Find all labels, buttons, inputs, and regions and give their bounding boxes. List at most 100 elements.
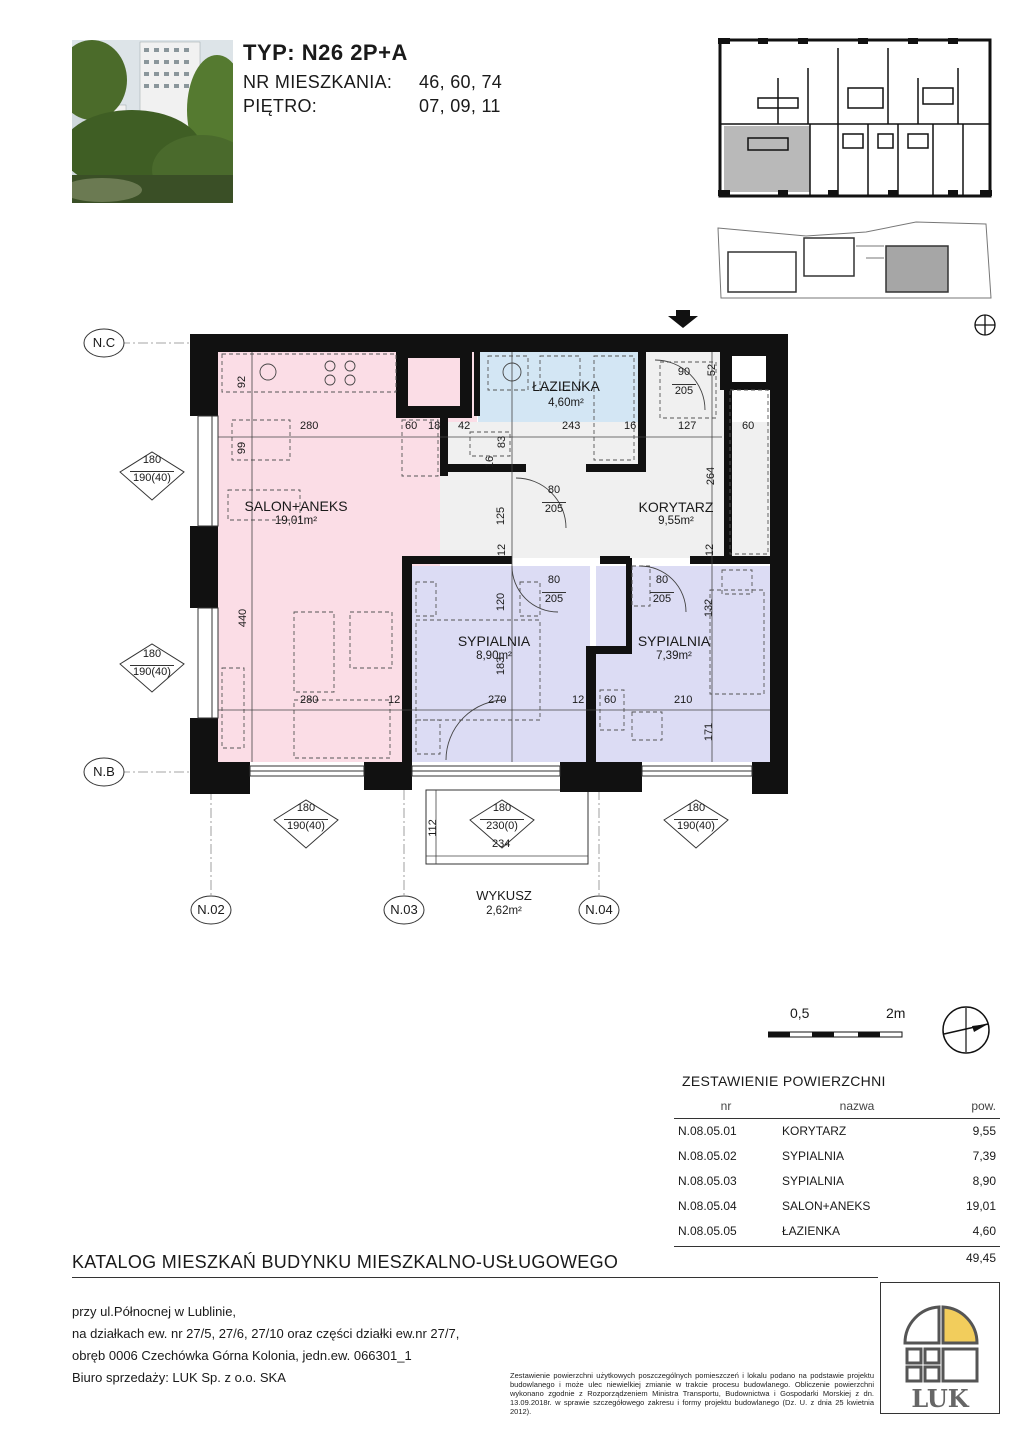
table-row: N.08.05.04 SALON+ANEKS 19,01 xyxy=(674,1194,1000,1219)
axis-label-n02: N.02 xyxy=(197,902,225,917)
axis-label-nb: N.B xyxy=(93,764,115,779)
compass-icon xyxy=(940,1004,992,1061)
door-entry-height: 205 xyxy=(672,384,696,397)
summary-title: ZESTAWIENIE POWIERZCHNI xyxy=(682,1073,886,1089)
floor-value: 07, 09, 11 xyxy=(419,96,501,116)
cell-pow: 8,90 xyxy=(972,1174,996,1188)
room-name-sypialnia-2: SYPIALNIA xyxy=(637,633,711,649)
window-left-top-width: 180 xyxy=(142,454,162,466)
window-bottom-left-height: 190(40) xyxy=(284,819,328,832)
window-bottom-mid-width: 180 xyxy=(492,802,512,814)
dim-120: 120 xyxy=(495,592,508,612)
address-line-3: obręb 0006 Czechówka Górna Kolonia, jedn… xyxy=(72,1348,412,1363)
dim-440: 440 xyxy=(237,608,250,628)
door-bed1-width: 80 xyxy=(547,574,561,586)
dim-234: 234 xyxy=(492,838,511,850)
cell-nr: N.08.05.02 xyxy=(678,1149,737,1163)
cell-pow: 7,39 xyxy=(972,1149,996,1163)
catalog-title: KATALOG MIESZKAŃ BUDYNKU MIESZKALNO-USŁU… xyxy=(72,1252,619,1272)
room-area-korytarz: 9,55m² xyxy=(658,515,694,527)
dim-132: 132 xyxy=(703,598,716,618)
scale-left-label: 0,5 xyxy=(790,1005,810,1021)
door-bed2-width: 80 xyxy=(655,574,669,586)
luk-logo: LUK xyxy=(880,1282,1000,1414)
logo-text: LUK xyxy=(911,1384,969,1413)
dim-16-b: 16 xyxy=(484,455,497,469)
cell-pow: 19,01 xyxy=(965,1199,996,1213)
cell-nr: N.08.05.01 xyxy=(678,1124,737,1138)
cell-nr: N.08.05.04 xyxy=(678,1199,737,1213)
window-bottom-left-width: 180 xyxy=(296,802,316,814)
legal-note: Zestawienie powierzchni użytkowych poszc… xyxy=(510,1371,874,1416)
apartment-no-value: 46, 60, 74 xyxy=(419,72,503,92)
apartment-type-title: TYP: N26 2P+A xyxy=(243,40,408,65)
dim-16: 16 xyxy=(624,420,637,432)
room-area-wykusz: 2,62m² xyxy=(486,905,522,917)
axis-label-n04: N.04 xyxy=(585,902,613,917)
dim-83: 83 xyxy=(496,435,509,449)
dim-12-d: 12 xyxy=(572,694,585,706)
room-name-sypialnia-1: SYPIALNIA xyxy=(457,633,531,649)
cell-nazwa: SYPIALNIA xyxy=(782,1149,845,1163)
door-bath-height: 205 xyxy=(542,502,566,515)
room-name-korytarz: KORYTARZ xyxy=(638,499,714,515)
address-line-2: na działkach ew. nr 27/5, 27/6, 27/10 or… xyxy=(72,1326,460,1341)
axis-label-nc: N.C xyxy=(92,335,116,350)
dim-171: 171 xyxy=(703,722,716,742)
room-name-wykusz: WYKUSZ xyxy=(476,888,532,903)
summary-header-row: nr nazwa pow. xyxy=(674,1096,1000,1119)
dim-60-c: 60 xyxy=(604,694,617,706)
summary-total-divider xyxy=(674,1246,1000,1247)
dim-125: 125 xyxy=(495,506,508,526)
site-plan xyxy=(716,218,996,305)
dim-42: 42 xyxy=(458,420,471,432)
dim-60-a: 60 xyxy=(405,420,418,432)
door-bed1-height: 205 xyxy=(542,592,566,605)
cell-nazwa: KORYTARZ xyxy=(782,1124,847,1138)
sales-office-line: Biuro sprzedaży: LUK Sp. z o.o. SKA xyxy=(72,1370,286,1385)
cell-nazwa: SALON+ANEKS xyxy=(782,1199,871,1213)
window-left-bottom-width: 180 xyxy=(142,648,162,660)
room-name-salon: SALON+ANEKS xyxy=(244,498,348,514)
north-arrow-icon xyxy=(972,312,998,343)
table-row: N.08.05.03 SYPIALNIA 8,90 xyxy=(674,1169,1000,1194)
cell-nazwa: ŁAZIENKA xyxy=(782,1224,841,1238)
table-row: N.08.05.02 SYPIALNIA 7,39 xyxy=(674,1144,1000,1169)
dim-52: 52 xyxy=(706,363,719,377)
dim-12-c: 12 xyxy=(388,694,401,706)
scale-bar xyxy=(767,1026,904,1044)
dim-270: 270 xyxy=(488,694,507,706)
room-name-lazienka: ŁAZIENKA xyxy=(532,378,600,394)
col-header-pow: pow. xyxy=(936,1096,1000,1119)
room-area-lazienka: 4,60m² xyxy=(548,397,584,409)
door-entry-width: 90 xyxy=(677,366,691,378)
dim-18: 18 xyxy=(428,420,441,432)
dim-280-top: 280 xyxy=(300,420,319,432)
cell-nazwa: SYPIALNIA xyxy=(782,1174,845,1188)
window-left-bottom-height: 190(40) xyxy=(130,665,174,678)
door-bed2-height: 205 xyxy=(650,592,674,605)
axis-label-n03: N.03 xyxy=(390,902,418,917)
floor-plan: N.C N.B N.02 N.03 N.04 SALON+ANEKS 19,01… xyxy=(83,310,788,925)
address-line-1: przy ul.Północnej w Lublinie, xyxy=(72,1304,237,1319)
dim-127: 127 xyxy=(678,420,697,432)
building-photo xyxy=(72,40,233,203)
dim-99: 99 xyxy=(236,441,249,455)
dim-183: 183 xyxy=(495,656,508,676)
cell-nr: N.08.05.05 xyxy=(678,1224,737,1238)
cell-nr: N.08.05.03 xyxy=(678,1174,737,1188)
dim-112: 112 xyxy=(426,819,439,837)
room-area-sypialnia-1: 8,90m² xyxy=(476,650,512,662)
dim-92: 92 xyxy=(236,375,249,389)
window-left-top-height: 190(40) xyxy=(130,471,174,484)
room-area-salon: 19,01m² xyxy=(274,515,318,527)
window-bottom-right-height: 190(40) xyxy=(674,819,718,832)
summary-total: 49,45 xyxy=(965,1251,996,1265)
dim-12-b: 12 xyxy=(704,543,717,557)
dim-60-b: 60 xyxy=(742,420,755,432)
apartment-no-label: NR MIESZKANIA: xyxy=(243,72,393,92)
dim-210: 210 xyxy=(674,694,693,706)
col-header-nr: nr xyxy=(674,1096,778,1119)
